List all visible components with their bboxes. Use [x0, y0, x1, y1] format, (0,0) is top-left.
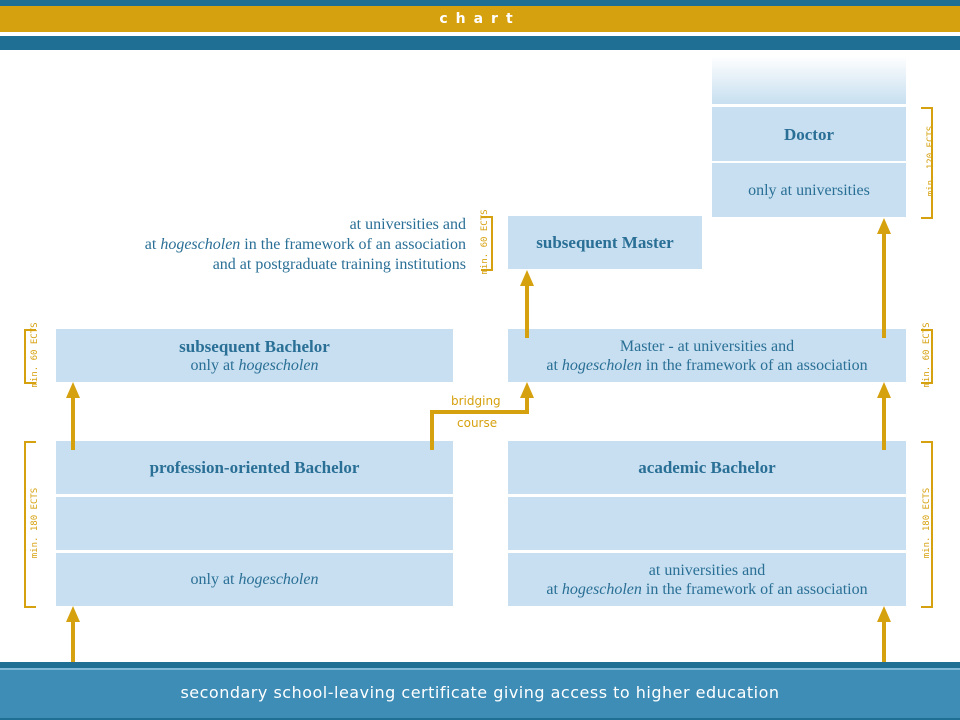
doctor-box: Doctor — [712, 107, 906, 161]
arrow-school-to-prof-bachelor-head — [66, 606, 80, 622]
bridging-label: bridging — [451, 394, 501, 408]
arrow-prof-to-sub-bachelor-head — [66, 382, 80, 398]
arrow-school-to-acad-bachelor-head — [877, 606, 891, 622]
doctor-note: only at universities — [748, 181, 870, 199]
acad-bachelor-mid-box — [508, 497, 906, 550]
acad-bachelor-title-box: academic Bachelor — [508, 441, 906, 494]
course-label: course — [457, 416, 498, 430]
arrow-master-to-doctor-head — [877, 218, 891, 234]
footer-text: secondary school-leaving certificate giv… — [0, 668, 960, 718]
master-box: Master - at universities and at hogescho… — [508, 329, 906, 382]
doctor-fade-box — [712, 56, 906, 104]
prof-bachelor-mid-box — [56, 497, 453, 550]
ects-bracket-master — [921, 329, 933, 384]
prof-bachelor-note-box: only at hogescholen — [56, 553, 453, 606]
arrow-master-to-sub-master-head — [520, 270, 534, 286]
acad-bachelor-line1: at universities and — [648, 561, 766, 579]
master-line2: at hogescholen in the framework of an as… — [546, 356, 868, 374]
prof-bachelor-title-box: profession-oriented Bachelor — [56, 441, 453, 494]
prof-bachelor-title: profession-oriented Bachelor — [149, 458, 360, 477]
header-bar — [0, 6, 960, 32]
acad-bachelor-note-box: at universities and at hogescholen in th… — [508, 553, 906, 606]
ects-bracket-sub-bachelor — [24, 329, 36, 384]
subsequent-master-title: subsequent Master — [536, 233, 674, 252]
header-separator — [0, 32, 960, 36]
header-stripe-top — [0, 0, 960, 6]
arrow-bridging-course — [430, 396, 529, 450]
doctor-title: Doctor — [783, 124, 835, 144]
doctor-note-box: only at universities — [712, 163, 906, 217]
header-title: chart — [439, 11, 521, 27]
ects-bracket-sub-master — [481, 216, 493, 271]
ects-bracket-acad-bachelor — [921, 441, 933, 608]
ects-bracket-doctor — [921, 107, 933, 219]
subsequent-master-box: subsequent Master — [508, 216, 702, 269]
subsequent-bachelor-box: subsequent Bachelor only at hogescholen — [56, 329, 453, 382]
header-stripe-bottom — [0, 36, 960, 50]
subsequent-master-note: at universities and at hogescholen in th… — [144, 216, 466, 273]
subsequent-bachelor-note: only at hogescholen — [190, 356, 319, 374]
arrow-bridging-course-head — [520, 382, 534, 398]
acad-bachelor-line2: at hogescholen in the framework of an as… — [546, 580, 868, 598]
ects-bracket-prof-bachelor — [24, 441, 36, 608]
prof-bachelor-note: only at hogescholen — [190, 571, 319, 588]
subsequent-bachelor-title: subsequent Bachelor — [179, 336, 330, 356]
acad-bachelor-title: academic Bachelor — [638, 458, 776, 477]
arrow-acad-to-master-head — [877, 382, 891, 398]
master-line1: Master - at universities and — [619, 337, 795, 355]
